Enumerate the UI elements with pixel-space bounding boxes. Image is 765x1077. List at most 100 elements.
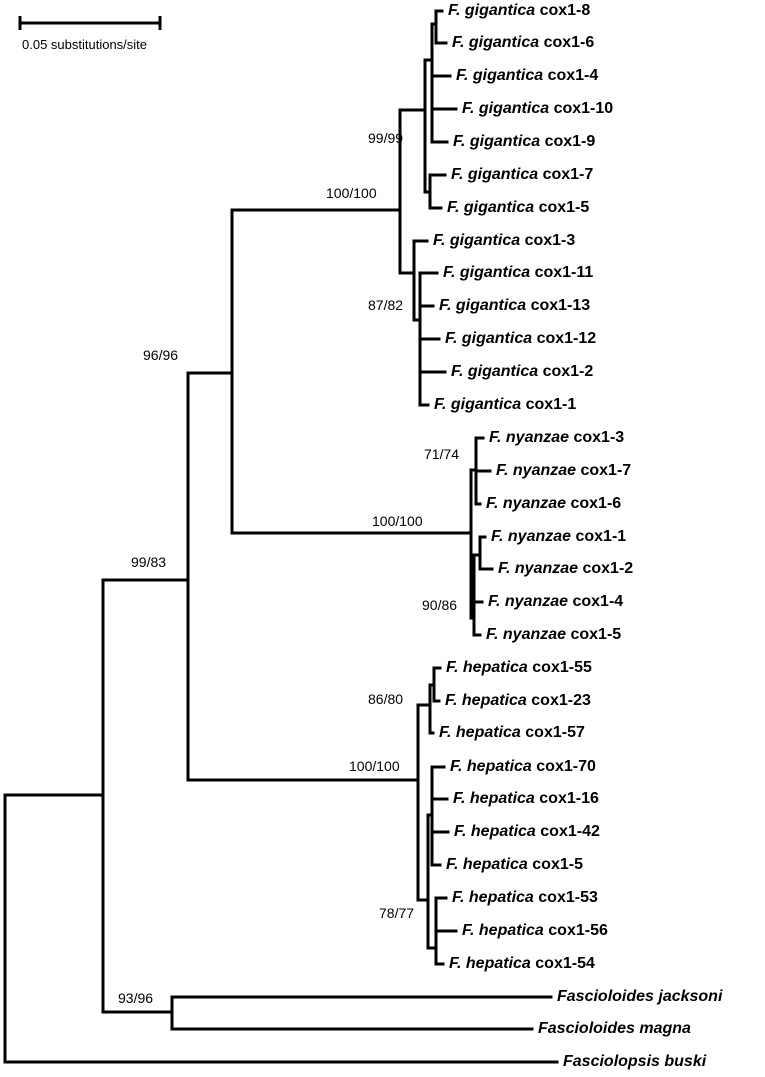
support-value: 99/99: [368, 130, 404, 146]
taxon-label: F. gigantica cox1-11: [443, 263, 593, 283]
taxon-species: F. hepatica: [453, 790, 535, 807]
taxon-species: F. gigantica: [439, 297, 527, 314]
taxon-species: F. nyanzae: [488, 593, 569, 610]
tree-branches: [3, 9, 559, 1064]
taxon-gene: cox1-12: [536, 330, 597, 347]
taxon-species: F. gigantica: [448, 2, 536, 19]
taxon-gene: cox1-16: [539, 790, 599, 807]
taxon-species: F. hepatica: [446, 856, 528, 873]
taxon-label: F. nyanzae cox1-7: [496, 461, 631, 481]
taxon-label: F. gigantica cox1-9: [453, 132, 595, 152]
taxon-label: F. nyanzae cox1-6: [486, 494, 621, 514]
taxon-label: F. gigantica cox1-3: [433, 231, 575, 251]
taxon-gene: cox1-3: [524, 232, 576, 249]
taxon-label: F. hepatica cox1-42: [454, 822, 600, 842]
taxon-gene: cox1-57: [525, 724, 585, 741]
taxon-label: Fascioloides jacksoni: [557, 987, 722, 1007]
taxon-gene: cox1-23: [531, 692, 591, 709]
taxon-species: F. nyanzae: [498, 560, 579, 577]
taxon-gene: cox1-7: [542, 166, 594, 183]
taxon-label: F. hepatica cox1-53: [452, 888, 598, 908]
taxon-label: F. gigantica cox1-13: [439, 296, 590, 316]
support-value: 71/74: [424, 446, 460, 462]
taxon-gene: cox1-3: [573, 429, 625, 446]
taxon-label: F. gigantica cox1-4: [456, 66, 598, 86]
taxon-species: F. gigantica: [445, 330, 533, 347]
support-value: 78/77: [379, 905, 415, 921]
taxon-gene: cox1-4: [547, 67, 599, 84]
taxon-label: F. nyanzae cox1-4: [488, 592, 623, 612]
taxon-label: F. nyanzae cox1-5: [486, 625, 621, 645]
taxon-label: F. nyanzae cox1-1: [491, 527, 626, 547]
support-value: 87/82: [368, 297, 404, 313]
taxon-gene: cox1-56: [548, 922, 608, 939]
taxon-species: F. nyanzae: [496, 462, 577, 479]
taxon-label: F. gigantica cox1-2: [451, 362, 593, 382]
taxon-species: F. hepatica: [450, 758, 532, 775]
taxon-label: Fasciolopsis buski: [563, 1052, 706, 1072]
taxon-gene: cox1-4: [572, 593, 624, 610]
taxon-species: F. nyanzae: [486, 495, 567, 512]
taxon-gene: cox1-6: [570, 495, 622, 512]
taxon-species: F. nyanzae: [486, 626, 567, 643]
taxon-species: F. gigantica: [434, 396, 522, 413]
taxon-label: F. hepatica cox1-54: [449, 954, 595, 974]
taxon-gene: cox1-10: [553, 100, 614, 117]
taxon-label: F. nyanzae cox1-3: [489, 428, 624, 448]
taxon-gene: cox1-70: [536, 758, 596, 775]
taxon-gene: cox1-6: [543, 34, 595, 51]
taxon-label: F. nyanzae cox1-2: [498, 559, 633, 579]
taxon-gene: cox1-1: [525, 396, 577, 413]
taxon-species: F. gigantica: [451, 363, 539, 380]
taxon-gene: cox1-5: [570, 626, 622, 643]
taxon-gene: cox1-13: [530, 297, 591, 314]
taxon-species: Fascioloides jacksoni: [557, 988, 723, 1005]
taxon-species: F. gigantica: [447, 199, 535, 216]
taxon-label: F. hepatica cox1-55: [446, 658, 592, 678]
taxon-gene: cox1-1: [575, 528, 627, 545]
taxon-species: F. hepatica: [445, 692, 527, 709]
taxon-label: F. hepatica cox1-70: [450, 757, 596, 777]
taxon-label: F. gigantica cox1-5: [447, 198, 589, 218]
taxon-species: F. hepatica: [446, 659, 528, 676]
taxon-gene: cox1-42: [540, 823, 600, 840]
taxon-species: F. hepatica: [439, 724, 521, 741]
taxon-gene: cox1-2: [542, 363, 594, 380]
taxon-species: F. gigantica: [452, 34, 540, 51]
taxon-label: F. gigantica cox1-7: [451, 165, 593, 185]
scale-bar-label: 0.05 substitutions/site: [22, 37, 148, 52]
taxon-species: F. hepatica: [462, 922, 544, 939]
taxon-label: F. hepatica cox1-57: [439, 723, 585, 743]
taxon-label: F. hepatica cox1-23: [445, 691, 591, 711]
taxon-label: Fascioloides magna: [538, 1019, 691, 1039]
taxon-species: F. hepatica: [452, 889, 534, 906]
taxon-species: Fasciolopsis buski: [563, 1053, 707, 1070]
taxon-species: F. gigantica: [443, 264, 531, 281]
taxon-gene: cox1-54: [535, 955, 595, 972]
taxon-label: F. hepatica cox1-56: [462, 921, 608, 941]
taxon-label: F. hepatica cox1-16: [453, 789, 599, 809]
taxon-species: F. gigantica: [462, 100, 550, 117]
taxon-label: F. gigantica cox1-6: [452, 33, 594, 53]
taxon-gene: cox1-5: [532, 856, 583, 873]
taxon-label: F. gigantica cox1-1: [434, 395, 576, 415]
taxon-species: F. nyanzae: [489, 429, 570, 446]
taxon-gene: cox1-5: [538, 199, 590, 216]
taxon-label: F. gigantica cox1-10: [462, 99, 613, 119]
taxon-species: F. hepatica: [449, 955, 531, 972]
taxon-label: F. gigantica cox1-8: [448, 1, 590, 21]
taxon-gene: cox1-55: [532, 659, 592, 676]
taxon-species: F. nyanzae: [491, 528, 572, 545]
taxon-gene: cox1-53: [538, 889, 598, 906]
taxon-label: F. hepatica cox1-5: [446, 855, 583, 875]
support-value: 90/86: [422, 597, 458, 613]
support-value: 100/100: [349, 758, 400, 774]
taxon-species: F. gigantica: [456, 67, 544, 84]
support-value: 96/96: [143, 347, 179, 363]
support-value: 100/100: [372, 513, 423, 529]
support-value: 93/96: [118, 990, 154, 1006]
taxon-species: F. gigantica: [453, 133, 541, 150]
taxon-gene: cox1-2: [582, 560, 634, 577]
taxon-gene: cox1-11: [534, 264, 594, 281]
